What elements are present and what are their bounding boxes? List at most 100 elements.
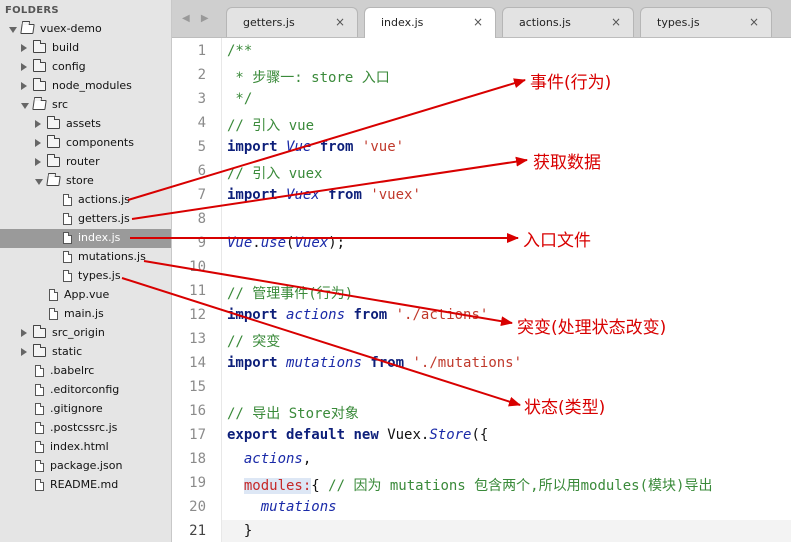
sidebar-item-editorconfig[interactable]: .editorconfig bbox=[0, 381, 171, 400]
disclosure-down-icon[interactable] bbox=[9, 27, 17, 33]
disclosure-right-icon[interactable] bbox=[21, 44, 27, 52]
sidebar-item-label: .gitignore bbox=[50, 402, 103, 415]
code-token bbox=[227, 451, 244, 467]
close-icon[interactable]: × bbox=[472, 15, 483, 29]
sidebar-item-mutations-js[interactable]: mutations.js bbox=[0, 248, 171, 267]
code-token: Vuex bbox=[294, 235, 329, 251]
sidebar-item-label: App.vue bbox=[64, 288, 110, 301]
sidebar-item-label: vuex-demo bbox=[40, 22, 102, 35]
sidebar-item-label: index.js bbox=[78, 231, 121, 244]
line-number: 18 bbox=[189, 451, 206, 467]
code-line: // 引入 vuex bbox=[227, 163, 322, 183]
code-token: from bbox=[319, 139, 354, 155]
close-icon[interactable]: × bbox=[610, 15, 621, 29]
code-token: from bbox=[370, 355, 405, 371]
sidebar-item-app-vue[interactable]: App.vue bbox=[0, 286, 171, 305]
sidebar-item-components[interactable]: components bbox=[0, 134, 171, 153]
file-icon bbox=[63, 194, 72, 206]
sidebar-item-index-js[interactable]: index.js bbox=[0, 229, 171, 248]
sidebar-item-label: .babelrc bbox=[50, 364, 95, 377]
code-token: . bbox=[252, 235, 261, 251]
sidebar-item-store[interactable]: store bbox=[0, 172, 171, 191]
sidebar-item-postcssrc-js[interactable]: .postcssrc.js bbox=[0, 419, 171, 438]
tab-label: types.js bbox=[657, 16, 700, 29]
code-token: 'vuex' bbox=[370, 187, 421, 203]
tab-actions-js[interactable]: actions.js× bbox=[502, 7, 634, 37]
sidebar-item-types-js[interactable]: types.js bbox=[0, 267, 171, 286]
disclosure-right-icon[interactable] bbox=[21, 348, 27, 356]
line-number: 5 bbox=[197, 139, 206, 155]
sidebar-item-assets[interactable]: assets bbox=[0, 115, 171, 134]
tab-types-js[interactable]: types.js × bbox=[640, 7, 772, 37]
code-token: { bbox=[311, 478, 329, 494]
code-token: // 导出 Store对象 bbox=[227, 406, 359, 422]
line-number: 2 bbox=[197, 67, 206, 83]
code-token: actions bbox=[243, 451, 303, 467]
sidebar-item-readme-md[interactable]: README.md bbox=[0, 476, 171, 495]
sidebar-item-main-js[interactable]: main.js bbox=[0, 305, 171, 324]
disclosure-down-icon[interactable] bbox=[35, 179, 43, 185]
close-icon[interactable]: × bbox=[748, 15, 759, 29]
code-line: import actions from './actions' bbox=[227, 307, 488, 323]
sidebar-item-vuex-demo[interactable]: vuex-demo bbox=[0, 20, 171, 39]
line-number: 14 bbox=[189, 355, 206, 371]
code-line: import mutations from './mutations' bbox=[227, 355, 522, 371]
sidebar-item-config[interactable]: config bbox=[0, 58, 171, 77]
sidebar-item-package-json[interactable]: package.json bbox=[0, 457, 171, 476]
disclosure-right-icon[interactable] bbox=[35, 120, 41, 128]
code-token bbox=[278, 307, 286, 323]
line-number: 3 bbox=[197, 91, 206, 107]
folder-icon bbox=[47, 135, 60, 148]
sidebar-item-router[interactable]: router bbox=[0, 153, 171, 172]
sidebar-item-gitignore[interactable]: .gitignore bbox=[0, 400, 171, 419]
sidebar-item-label: assets bbox=[66, 117, 102, 130]
code-token bbox=[227, 499, 261, 515]
tab-label: getters.js bbox=[243, 16, 295, 29]
sidebar-item-getters-js[interactable]: getters.js bbox=[0, 210, 171, 229]
sidebar-item-label: components bbox=[66, 136, 134, 149]
sidebar-item-label: src bbox=[52, 98, 69, 111]
sidebar-item-label: static bbox=[52, 345, 83, 358]
sidebar-item-index-html[interactable]: index.html bbox=[0, 438, 171, 457]
tab-index-js[interactable]: index.js× bbox=[364, 7, 496, 38]
annotation-label: 事件(行为) bbox=[530, 73, 612, 93]
sidebar-item-static[interactable]: static bbox=[0, 343, 171, 362]
code-token bbox=[387, 307, 395, 323]
sidebar-item-label: .editorconfig bbox=[50, 383, 120, 396]
sidebar-item-src[interactable]: src bbox=[0, 96, 171, 115]
sidebar-item-build[interactable]: build bbox=[0, 39, 171, 58]
file-icon bbox=[49, 289, 58, 301]
sidebar-item-babelrc[interactable]: .babelrc bbox=[0, 362, 171, 381]
sidebar-item-label: types.js bbox=[78, 269, 121, 282]
line-number: 6 bbox=[197, 163, 206, 179]
folder-open-icon bbox=[32, 100, 47, 110]
close-icon[interactable]: × bbox=[334, 15, 345, 29]
annotation-label: 获取数据 bbox=[533, 153, 601, 173]
disclosure-right-icon[interactable] bbox=[21, 329, 27, 337]
file-icon bbox=[35, 403, 44, 415]
tab-getters-js[interactable]: getters.js × bbox=[226, 7, 358, 37]
file-icon bbox=[35, 384, 44, 396]
sidebar-item-label: package.json bbox=[50, 459, 123, 472]
disclosure-right-icon[interactable] bbox=[35, 139, 41, 147]
sidebar-item-label: .postcssrc.js bbox=[50, 421, 118, 434]
file-icon bbox=[35, 441, 44, 453]
sidebar-item-node-modules[interactable]: node_modules bbox=[0, 77, 171, 96]
disclosure-down-icon[interactable] bbox=[21, 103, 29, 109]
disclosure-right-icon[interactable] bbox=[21, 63, 27, 71]
code-token: export bbox=[227, 427, 278, 443]
file-icon bbox=[35, 460, 44, 472]
tab-scroll-arrows-icon[interactable]: ◀ ▶ bbox=[182, 13, 213, 24]
code-token bbox=[278, 139, 286, 155]
sidebar-item-src-origin[interactable]: src_origin bbox=[0, 324, 171, 343]
folder-icon bbox=[33, 344, 46, 357]
code-line: // 管理事件(行为) bbox=[227, 283, 353, 303]
disclosure-right-icon[interactable] bbox=[35, 158, 41, 166]
code-line: /** bbox=[227, 43, 252, 59]
file-icon bbox=[35, 365, 44, 377]
code-token: actions bbox=[286, 307, 346, 323]
disclosure-right-icon[interactable] bbox=[21, 82, 27, 90]
sidebar-item-actions-js[interactable]: actions.js bbox=[0, 191, 171, 210]
